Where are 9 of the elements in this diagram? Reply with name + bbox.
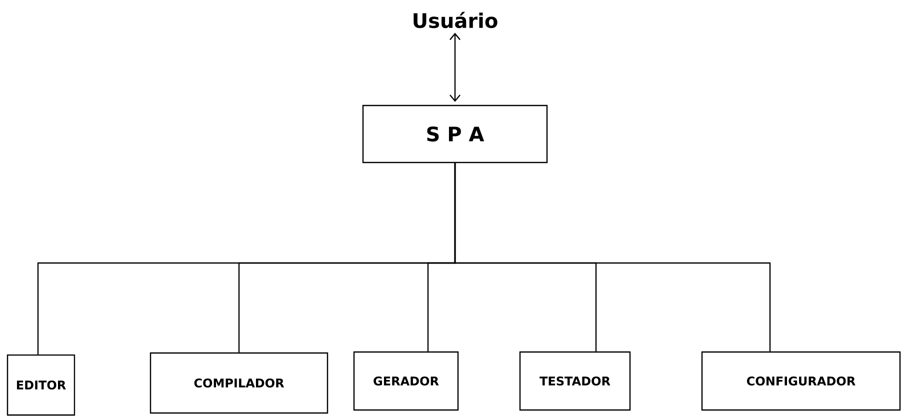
system-box: S P A (362, 104, 548, 164)
module-box: TESTADOR (519, 351, 631, 411)
module-box: CONFIGURADOR (701, 351, 901, 411)
module-box: COMPILADOR (150, 352, 328, 414)
module-box: GERADOR (353, 351, 459, 411)
module-box: EDITOR (6, 354, 76, 416)
double-arrow (450, 32, 460, 102)
connector-line (454, 163, 771, 352)
user-label: Usuário (414, 12, 498, 28)
